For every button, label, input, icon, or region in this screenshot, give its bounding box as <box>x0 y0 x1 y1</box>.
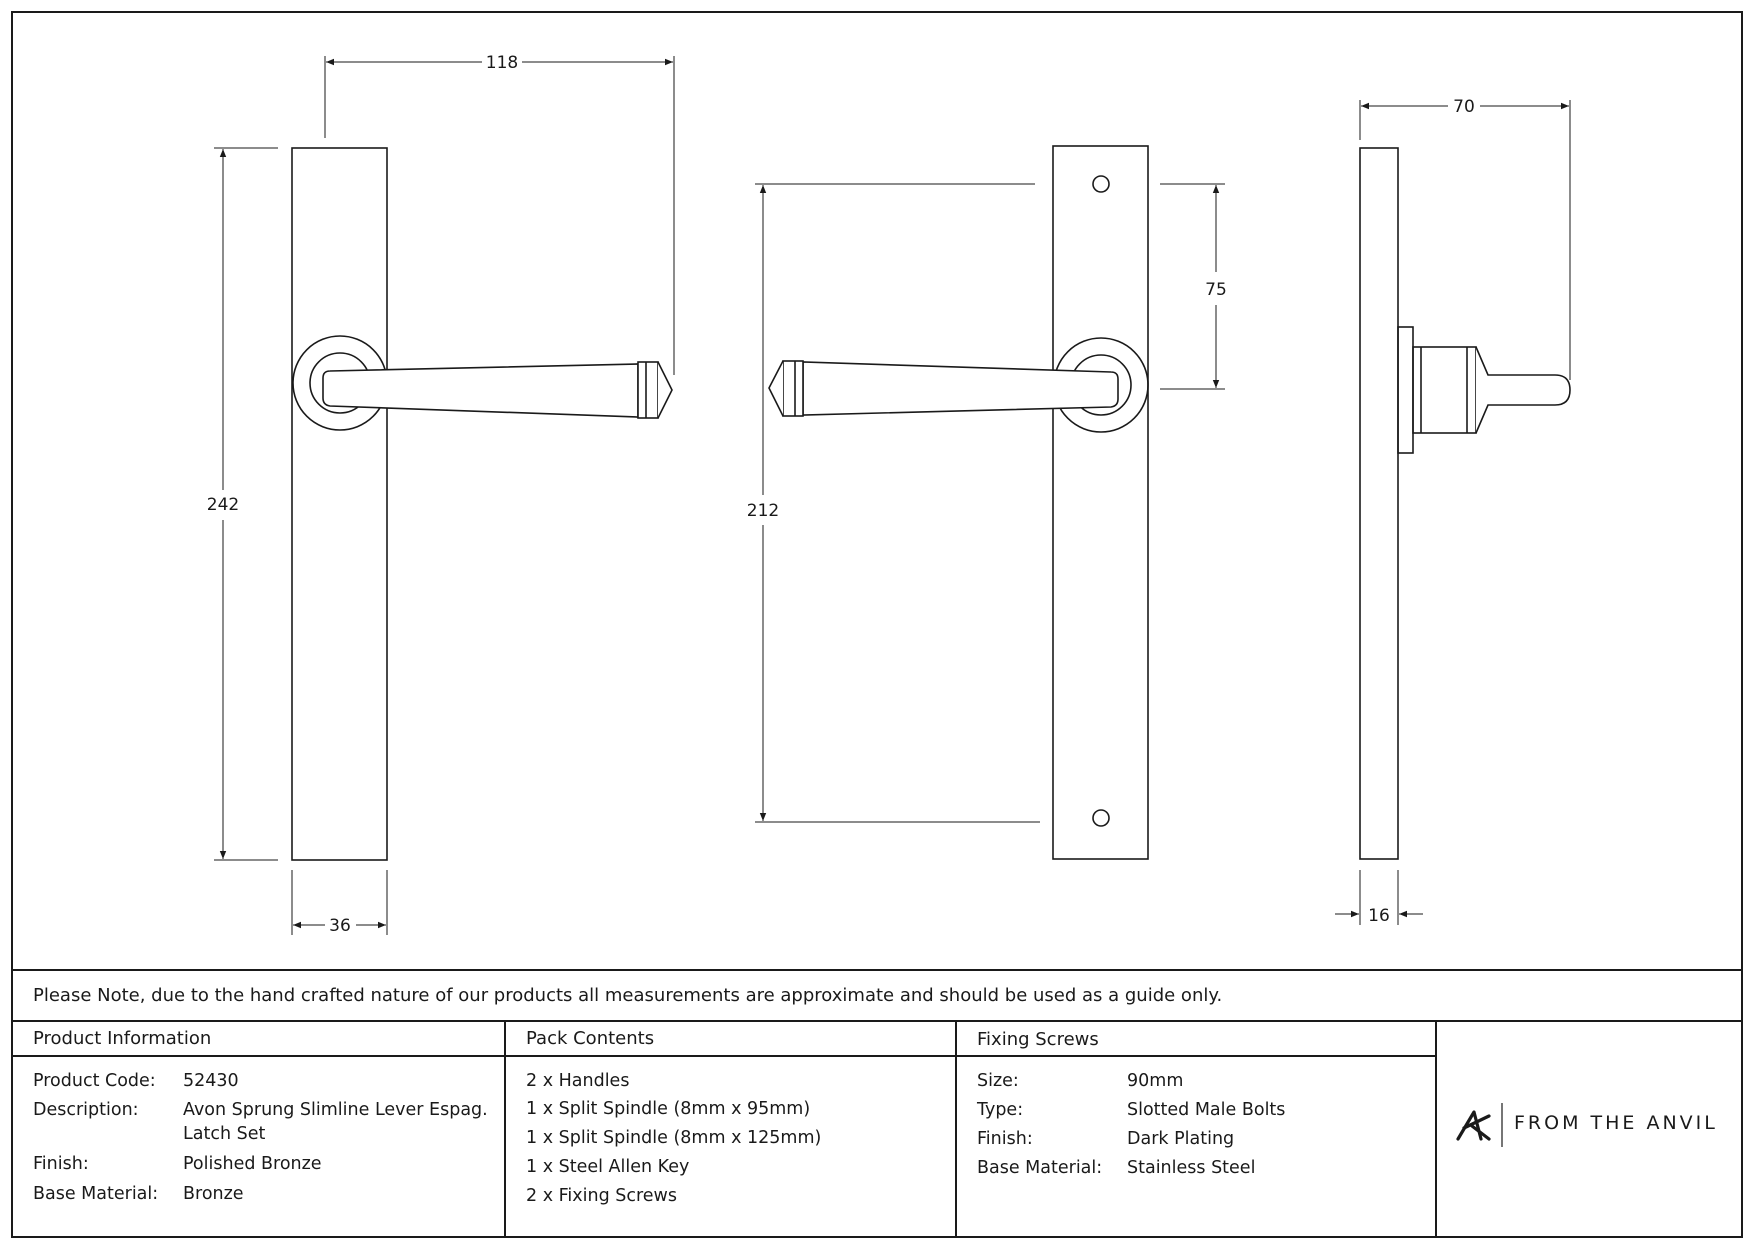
front-lever <box>322 363 639 418</box>
side-rose-base <box>1397 326 1414 454</box>
back-fixing-hole-bottom <box>1092 809 1110 827</box>
description-value-line2: Latch Set <box>183 1124 266 1144</box>
pack-item: 1 x Split Spindle (8mm x 125mm) <box>526 1128 822 1148</box>
dimension-labels: 118 242 36 212 75 70 16 <box>207 53 1475 936</box>
back-backplate <box>1052 145 1149 860</box>
front-lever-tip <box>657 361 673 419</box>
side-backplate <box>1359 147 1399 860</box>
side-lever <box>1475 346 1571 434</box>
back-lever <box>802 361 1119 416</box>
pack-item: 1 x Steel Allen Key <box>526 1157 690 1177</box>
fixing-screws-header: Fixing Screws <box>977 1029 1099 1050</box>
back-dimensions <box>755 183 1225 823</box>
screw-finish-label: Finish: <box>977 1129 1033 1149</box>
disclaimer-note: Please Note, due to the hand crafted nat… <box>33 985 1223 1006</box>
front-view <box>291 147 673 861</box>
dim-118: 118 <box>486 53 518 73</box>
front-lever-collar <box>637 361 659 419</box>
description-label: Description: <box>33 1100 139 1120</box>
anvil-logo-icon <box>1456 1110 1491 1141</box>
dim-16: 16 <box>1368 906 1390 926</box>
base-material-value: Bronze <box>183 1184 244 1204</box>
base-material-label: Base Material: <box>33 1184 159 1204</box>
screw-base-material-label: Base Material: <box>977 1158 1103 1178</box>
dim-242: 242 <box>207 495 239 515</box>
back-view <box>768 145 1149 860</box>
screw-size-label: Size: <box>977 1071 1019 1091</box>
product-info-header: Product Information <box>33 1028 212 1049</box>
pack-item: 2 x Handles <box>526 1071 630 1091</box>
back-lever-collar <box>782 360 804 417</box>
finish-value: Polished Bronze <box>183 1154 322 1174</box>
description-value: Avon Sprung Slimline Lever Espag. <box>183 1100 488 1120</box>
pack-item: 2 x Fixing Screws <box>526 1186 677 1206</box>
pack-contents-header: Pack Contents <box>526 1028 655 1049</box>
screw-base-material-value: Stainless Steel <box>1127 1158 1256 1178</box>
sheet-frame <box>11 11 1743 1238</box>
front-dimensions <box>214 56 675 935</box>
brand-name: FROM THE ANVIL <box>1514 1112 1718 1134</box>
side-dimensions <box>1335 100 1571 925</box>
back-lever-tip <box>768 360 784 417</box>
screw-finish-value: Dark Plating <box>1127 1129 1235 1149</box>
front-backplate <box>291 147 388 861</box>
product-code-value: 52430 <box>183 1071 239 1091</box>
back-fixing-hole-top <box>1092 175 1110 193</box>
dim-36: 36 <box>329 916 351 936</box>
side-view <box>1359 147 1571 860</box>
screw-type-value: Slotted Male Bolts <box>1127 1100 1286 1120</box>
dim-75: 75 <box>1205 280 1227 300</box>
dim-70: 70 <box>1453 97 1475 117</box>
dim-212: 212 <box>747 501 779 521</box>
screw-type-label: Type: <box>977 1100 1024 1120</box>
product-code-label: Product Code: <box>33 1071 156 1091</box>
screw-size-value: 90mm <box>1127 1071 1184 1091</box>
finish-label: Finish: <box>33 1154 89 1174</box>
pack-item: 1 x Split Spindle (8mm x 95mm) <box>526 1099 811 1119</box>
